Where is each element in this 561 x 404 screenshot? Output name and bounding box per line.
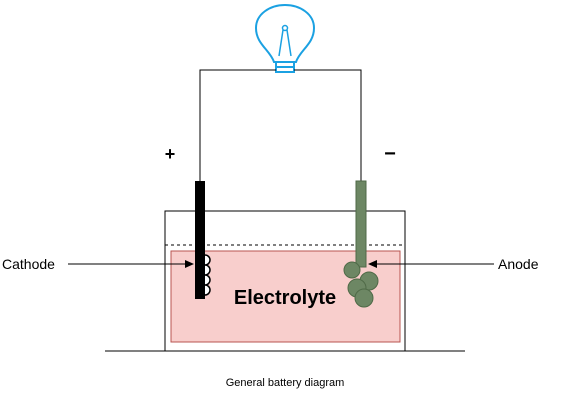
cathode-electrode	[195, 181, 211, 299]
plus-sign: +	[165, 144, 176, 164]
anode-electrode	[343, 180, 379, 308]
minus-sign: −	[384, 143, 396, 165]
wire-left	[199, 69, 276, 182]
cathode-arrow	[68, 260, 194, 268]
cathode-label: Cathode	[2, 256, 55, 272]
electrolyte-label: Electrolyte	[234, 287, 336, 309]
diagram-caption: General battery diagram	[226, 377, 345, 389]
anode-label: Anode	[498, 256, 539, 272]
light-bulb-icon	[254, 3, 316, 73]
wire-right	[294, 69, 362, 182]
anode-arrow	[368, 260, 494, 268]
